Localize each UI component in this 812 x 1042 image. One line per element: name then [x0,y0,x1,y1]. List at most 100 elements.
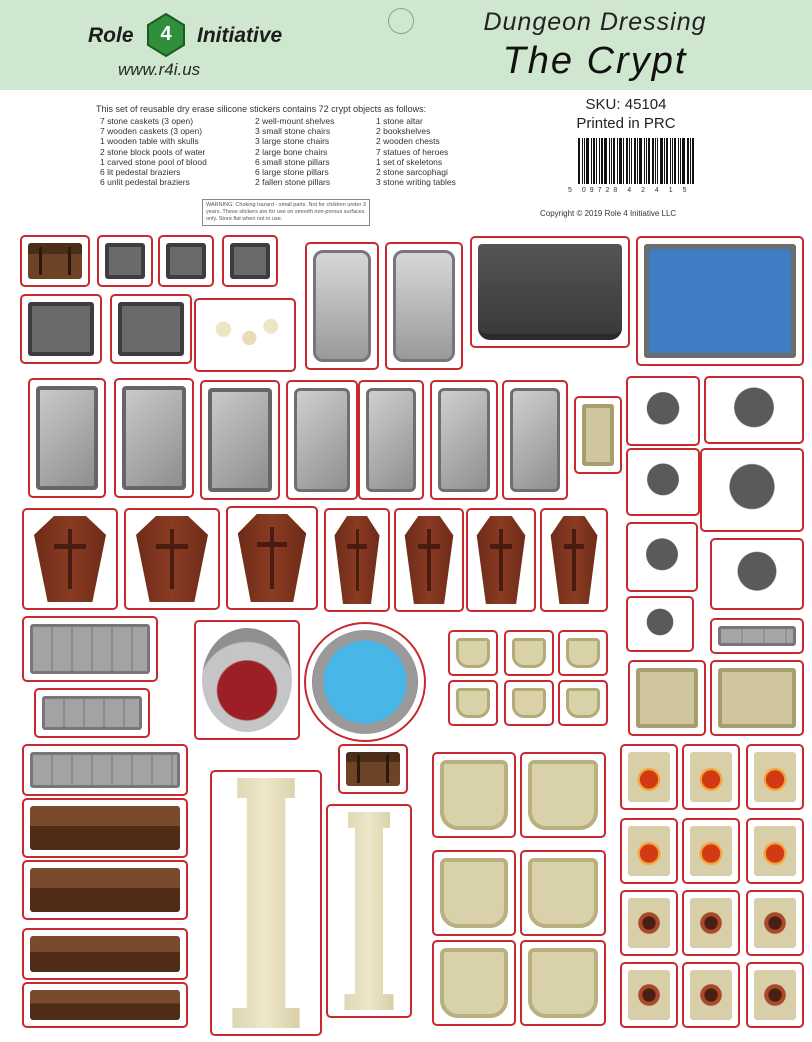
barcode-bar [646,138,647,184]
casket-icon [122,386,186,490]
copyright-line: Copyright © 2019 Role 4 Initiative LLC [540,209,677,218]
barcode-bar [596,138,597,184]
barcode-bar [609,138,610,184]
sticker-pool [636,236,804,366]
sticker-mini [626,448,700,516]
barcode-bar [692,138,694,184]
sticker-chair [222,235,278,287]
small-chair-icon [456,638,490,668]
barcode-bar [690,138,691,184]
list-item: 6 small stone pillars [255,156,330,167]
sticker-water-pool [304,622,426,742]
barcode-bar [617,138,618,184]
chair-icon [105,243,145,279]
brazier-icon [754,826,796,876]
list-item: 2 wooden chests [376,136,440,147]
sticker-casket [28,378,106,498]
brazier-icon [690,826,732,876]
list-item: 7 stone caskets (3 open) [100,116,194,126]
mini-icon [634,604,686,644]
sticker-brazier [620,744,678,810]
sticker-blood-pool [194,620,300,740]
list-item: 3 small stone chairs [255,126,331,137]
sticker-coffin [466,508,536,612]
mini-icon [712,384,796,436]
sticker-large-chair [520,940,606,1026]
large-chair-icon [528,948,598,1018]
sticker-statue [305,242,379,370]
sticker-chest [338,744,408,794]
small-chair-icon [566,638,600,668]
sticker-brazier [620,818,678,884]
sticker-fallen-pillar [710,618,804,654]
barcode-bar [591,138,592,184]
barcode-bar [644,138,645,184]
shelf-icon [30,806,180,850]
barcode-bar [584,138,585,184]
small-chair-icon [566,688,600,718]
skeletons-icon [202,306,288,364]
product-subtitle: Dungeon Dressing [483,8,707,36]
list-item: 6 lit pedestal braziers [100,167,181,178]
brazier-icon [690,752,732,802]
barcode-bar [674,138,676,184]
list-item: 1 stone altar [376,116,423,126]
sticker-unlit [682,962,740,1028]
pillar-icon [344,812,394,1010]
mini-icon [718,546,796,602]
barcode-bar [655,138,656,184]
list-item: 6 unlit pedestal braziers [100,177,190,188]
hang-hole [388,8,414,34]
product-title: The Crypt [502,40,688,82]
sticker-lid [286,380,358,500]
sticker-coffin [22,508,118,610]
barcode-bar [626,138,628,184]
sticker-altar [470,236,630,348]
sticker-desk [22,616,158,682]
unlit-icon [754,898,796,948]
sticker-casket [114,378,194,498]
barcode-digits: 5 09728 4 2 4 1 5 [568,187,691,194]
barcode-bar [687,138,689,184]
sticker-desk [22,744,188,796]
lid-icon [438,388,490,492]
sticker-large-chair [520,850,606,936]
large-chair-icon [528,858,598,928]
sku-label: SKU: 45104 [585,96,667,113]
sticker-bone-chair [628,660,706,736]
chair-icon [28,302,94,356]
sticker-small-chair [504,630,554,676]
bone-chair-icon [636,668,698,728]
sticker-casket [200,380,280,500]
coffin-icon [404,516,454,604]
small-chair-icon [456,688,490,718]
sticker-large-chair [432,940,516,1026]
list-item: 2 stone block pools of water [100,146,206,157]
barcode-bar [601,138,603,184]
list-item: 7 wooden caskets (3 open) [100,126,203,137]
unlit-icon [628,970,670,1020]
altar-icon [478,244,622,340]
pillar-icon [232,778,300,1028]
sticker-pillar [326,804,412,1018]
brand-name-left: Role [88,24,134,47]
large-chair-icon [528,760,598,830]
chair-icon [166,243,206,279]
desk-icon [42,696,142,730]
brand-url: www.r4i.us [118,60,201,79]
barcode-bar [670,138,671,184]
desk-icon [30,624,150,674]
barcode-bar [582,138,583,184]
barcode-bar [639,138,642,184]
desk-icon [30,752,180,788]
sticker-coffin [324,508,390,612]
sticker-brazier [746,744,804,810]
sticker-shelf [22,982,188,1028]
barcode-bar [666,138,668,184]
list-item: 2 large bone chairs [255,146,328,157]
unlit-icon [628,898,670,948]
sticker-unlit [746,962,804,1028]
barcode-bar [657,138,658,184]
sticker-shelf [22,798,188,858]
unlit-icon [690,970,732,1020]
